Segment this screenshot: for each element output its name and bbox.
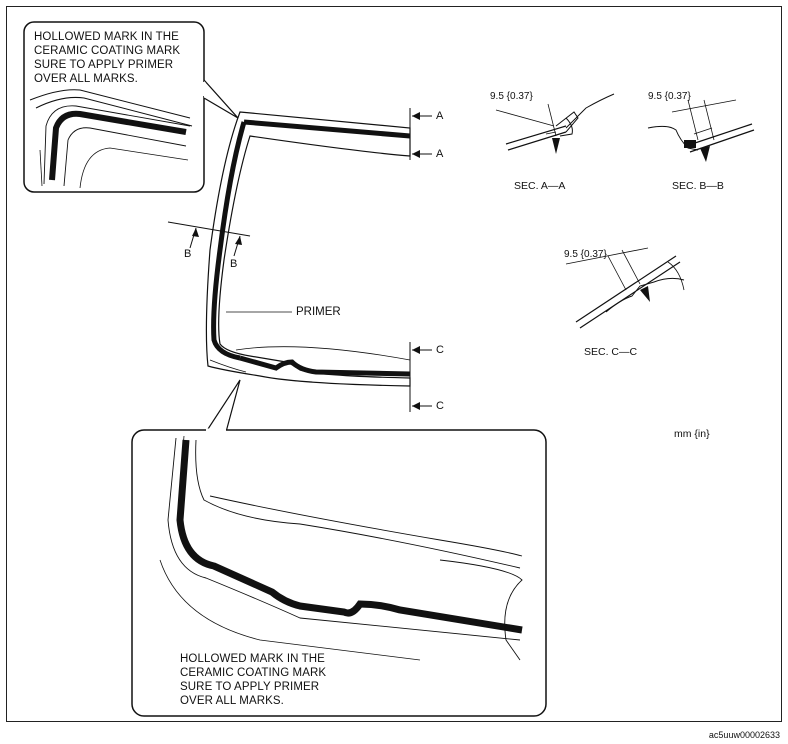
section-a-label-top: A — [436, 110, 444, 122]
top-left-note: HOLLOWED MARK IN THE CERAMIC COATING MAR… — [34, 31, 181, 85]
units-label: mm {in} — [674, 428, 710, 440]
section-a-title: SEC. A—A — [514, 180, 566, 192]
section-b-title: SEC. B—B — [672, 180, 724, 192]
section-c-label-top: C — [436, 344, 444, 356]
bottom-callout-pointer — [204, 379, 241, 433]
windshield-outline — [205, 111, 411, 387]
diagram-frame — [6, 6, 782, 722]
bottom-note: HOLLOWED MARK IN THE CERAMIC COATING MAR… — [180, 653, 327, 707]
section-c-marker — [409, 342, 432, 412]
section-c-label-bottom: C — [436, 400, 444, 412]
section-b-marker — [167, 221, 251, 257]
bottom-detail-callout — [131, 428, 547, 717]
section-c-title: SEC. C—C — [584, 346, 638, 358]
image-code: ac5uuw00002633 — [708, 730, 780, 740]
section-a-dimension: 9.5 {0.37} — [490, 91, 533, 102]
top-left-detail-callout — [23, 21, 239, 193]
section-a-marker — [409, 108, 432, 160]
primer-label: PRIMER — [296, 306, 341, 318]
section-b-label-left: B — [184, 248, 192, 260]
section-b-detail — [647, 99, 755, 162]
section-b-label-right: B — [230, 258, 238, 270]
section-c-dimension: 9.5 {0.37} — [564, 249, 607, 260]
section-a-label-bottom: A — [436, 148, 444, 160]
section-c-detail — [565, 247, 685, 329]
section-b-dimension: 9.5 {0.37} — [648, 91, 691, 102]
section-a-detail — [495, 93, 615, 154]
